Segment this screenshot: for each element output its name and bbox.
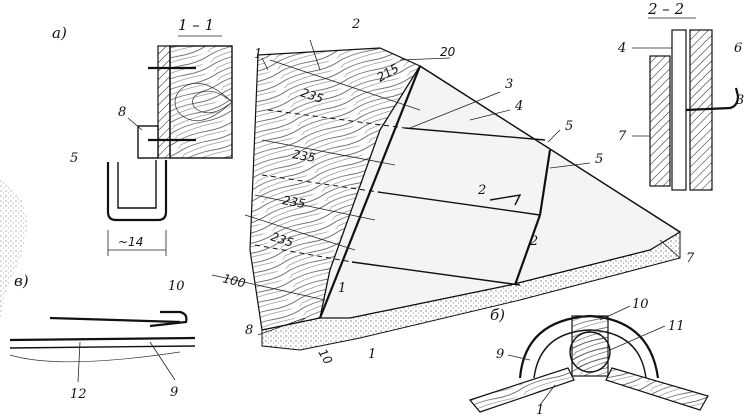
clamp-line-3 — [254, 244, 353, 263]
callout-5-detail: 5 — [70, 151, 78, 166]
dim-line-235d — [244, 214, 356, 251]
board-left — [649, 55, 671, 187]
dim-235b: 235 — [291, 147, 316, 165]
standing-seam-2 — [513, 214, 542, 286]
dim-line-100 — [211, 274, 326, 301]
callout-8-main: 8 — [245, 323, 253, 338]
leader-11 — [609, 325, 666, 351]
dim-20: 20 — [440, 45, 456, 59]
dim-line-235b — [261, 139, 396, 166]
leader-8-detail — [127, 117, 143, 131]
leader-9b — [507, 354, 531, 361]
base-curve — [9, 351, 181, 363]
leader-8 — [257, 317, 306, 336]
callout-9-b: 9 — [496, 347, 504, 362]
callout-3-main: 3 — [505, 77, 513, 92]
seam-clamp-hook — [685, 87, 740, 112]
timber-rings — [174, 82, 233, 122]
callout-8-detail: 8 — [118, 105, 126, 120]
main-roof-view — [211, 39, 682, 351]
callout-1-eave: 1 — [338, 281, 346, 296]
callout-12: 12 — [70, 387, 87, 402]
section-1-1-detail — [106, 35, 233, 256]
ridge-line — [419, 65, 681, 233]
section-label-2-2: 2 – 2 — [647, 0, 684, 18]
callout-4-detail: 4 — [617, 41, 626, 56]
eaves-strip — [261, 231, 681, 351]
callout-4-main: 4 — [514, 99, 523, 114]
callout-7-detail: 7 — [618, 129, 627, 144]
leader-10b — [599, 305, 631, 321]
callout-6-detail: 6 — [734, 41, 742, 56]
labels: а) б) в) 1 – 1 2 – 2 1 2 3 4 5 5 2 2 7 1… — [14, 0, 744, 418]
fragment-label-a: а) — [52, 24, 67, 42]
leader-12 — [77, 341, 81, 383]
seam-line-3 — [351, 261, 521, 286]
leader-2 — [309, 39, 321, 71]
callout-9-c: 9 — [170, 385, 178, 400]
roof-edge-shadow — [0, 180, 27, 330]
callout-1-top: 1 — [254, 47, 262, 62]
sheet-lower — [9, 336, 196, 342]
sheet-top — [49, 316, 181, 324]
seam-line-2 — [377, 191, 541, 216]
section-label-1-1: 1 – 1 — [178, 16, 214, 34]
leader-1b — [539, 384, 556, 406]
slope-edge — [318, 65, 422, 319]
fragment-label-c: в) — [14, 272, 29, 290]
callout-2-seam: 2 — [529, 234, 538, 249]
hook-clamp-inner — [117, 160, 157, 209]
dim-235d: 235 — [269, 230, 295, 250]
callout-10-c: 10 — [168, 279, 185, 294]
dim-line-20 — [399, 57, 451, 61]
sheet-edge-vertical — [157, 45, 171, 159]
callout-1-bottom: 1 — [368, 347, 376, 362]
fragment-label-b: б) — [490, 306, 505, 324]
callout-5-main-a: 5 — [565, 119, 573, 134]
left-slope-board — [468, 367, 575, 413]
sheet-middle — [671, 29, 687, 191]
leader-4 — [469, 109, 511, 121]
hook-clamp — [106, 160, 168, 222]
callout-3-detail: 3 — [736, 93, 744, 108]
standing-seam-1 — [538, 149, 552, 216]
dim-235c: 235 — [281, 193, 306, 211]
leader-5b — [549, 162, 591, 169]
dim-line-235c — [254, 194, 376, 221]
section-2-2-detail — [632, 17, 740, 191]
callout-10-b: 10 — [632, 297, 649, 312]
callout-2-sheet: 2 — [477, 183, 486, 198]
ridge-log — [569, 331, 611, 373]
dim-10: 10 — [315, 347, 335, 368]
leader-9c — [149, 341, 176, 381]
dim-line-235a — [269, 59, 421, 111]
callout-1-b: 1 — [536, 403, 544, 418]
leader-7 — [659, 239, 681, 259]
callout-2-top: 2 — [351, 17, 360, 32]
clamp-line-2 — [261, 174, 379, 193]
sheet-arrow — [489, 194, 522, 206]
bolt-plate — [137, 125, 159, 159]
leader-5a — [547, 129, 561, 143]
fold-10 — [149, 310, 188, 328]
timber-board — [169, 45, 233, 159]
fragment-c-detail — [0, 180, 196, 383]
callout-7-main: 7 — [686, 251, 695, 266]
sheet-under — [9, 345, 196, 349]
right-slope-board — [605, 367, 709, 411]
fragment-b-ridge-detail — [468, 305, 709, 413]
leader-1top — [261, 57, 269, 71]
dim-14: ~14 — [118, 235, 143, 249]
leader-3 — [409, 91, 501, 129]
callout-5-main-b: 5 — [595, 152, 603, 167]
seam-line-1 — [404, 127, 546, 141]
dim-100: 100 — [221, 271, 247, 290]
callout-11: 11 — [668, 319, 685, 334]
dim-235a: 235 — [299, 86, 325, 106]
